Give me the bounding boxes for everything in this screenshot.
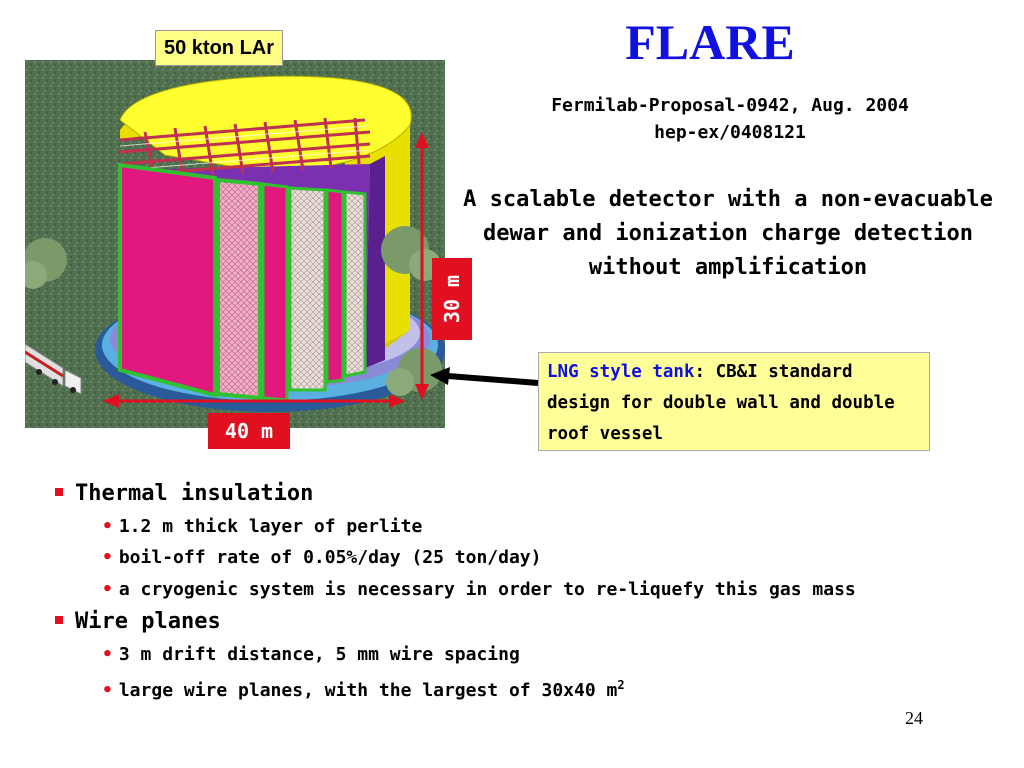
bullet-item: •a cryogenic system is necessary in orde… [102,579,856,600]
dot-bullet-icon: • [102,644,113,665]
tank-note-key: LNG style tank [547,362,695,382]
capacity-label: 50 kton LAr [155,30,284,66]
bullet-item: •boil-off rate of 0.05%/day (25 ton/day) [102,547,542,568]
wire-planes [118,162,367,402]
width-label: 40 m [208,413,290,449]
width-dimension-arrow [103,394,405,408]
detector-description: A scalable detector with a non-evacuable… [463,187,993,280]
bullet-heading-wire-planes: Wire planes [55,606,221,638]
dot-bullet-icon: • [102,680,113,701]
bullet-item: •1.2 m thick layer of perlite [102,516,423,537]
reference: Fermilab-Proposal-0942, Aug. 2004 hep-ex… [480,92,980,146]
height-label: 30 m [432,258,472,340]
tank-note-text: : CB&I standard design for double wall a… [547,362,895,444]
bullet-item: •3 m drift distance, 5 mm wire spacing [102,644,520,665]
reference-proposal: Fermilab-Proposal-0942, Aug. 2004 [551,95,909,116]
bullet-heading-thermal: Thermal insulation [55,478,313,510]
slide-title: FLARE [625,14,795,70]
square-bullet-icon [55,488,63,496]
reference-arxiv: hep-ex/0408121 [654,122,806,143]
height-dimension-arrow [415,132,429,400]
pointer-arrow [430,367,539,386]
truck-icon [25,343,82,395]
trees [25,226,442,396]
height-label-text: 30 m [440,274,464,324]
dot-bullet-icon: • [102,579,113,600]
bullet-item: •large wire planes, with the largest of … [102,678,625,701]
tank-note: LNG style tank: CB&I standard design for… [538,352,930,451]
square-bullet-icon [55,616,63,624]
detector-illustration [25,60,445,428]
page-number: 24 [905,708,923,728]
superscript: 2 [617,678,625,692]
dot-bullet-icon: • [102,547,113,568]
dot-bullet-icon: • [102,516,113,537]
